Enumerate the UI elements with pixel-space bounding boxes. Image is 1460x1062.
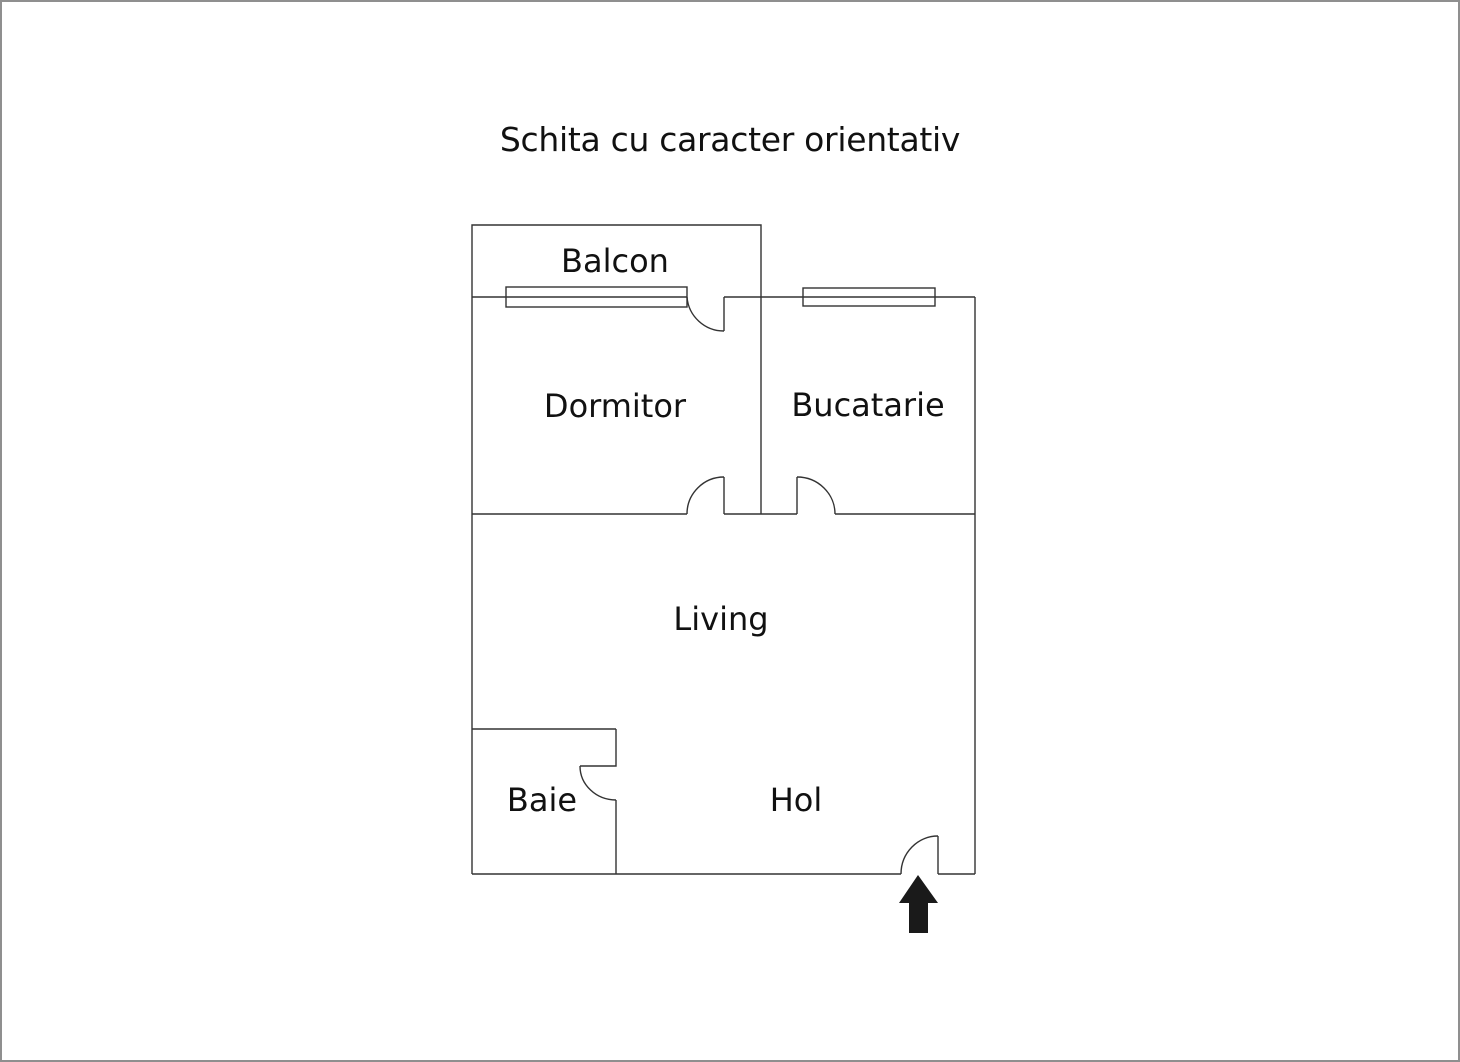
arrow-up-icon (899, 875, 938, 933)
bucatarie-door-swing (796, 476, 836, 515)
room-label-hol: Hol (769, 781, 823, 819)
dormitor-window (505, 286, 688, 308)
entrance-door-swing (900, 835, 939, 875)
bucatarie-window (802, 287, 936, 307)
room-label-baie: Baie (506, 781, 578, 819)
room-label-balcon: Balcon (561, 242, 669, 280)
room-label-bucatarie: Bucatarie (791, 386, 945, 424)
room-label-dormitor: Dormitor (543, 387, 687, 425)
baie-door-swing (579, 765, 617, 801)
diagram-title: Schita cu caracter orientativ (499, 120, 961, 159)
dormitor-door-swing (686, 476, 725, 515)
balcony-door-swing (686, 296, 725, 332)
balcony-wall (471, 224, 762, 297)
baie-right-wall-upper (580, 729, 617, 767)
room-label-living: Living (673, 600, 769, 638)
